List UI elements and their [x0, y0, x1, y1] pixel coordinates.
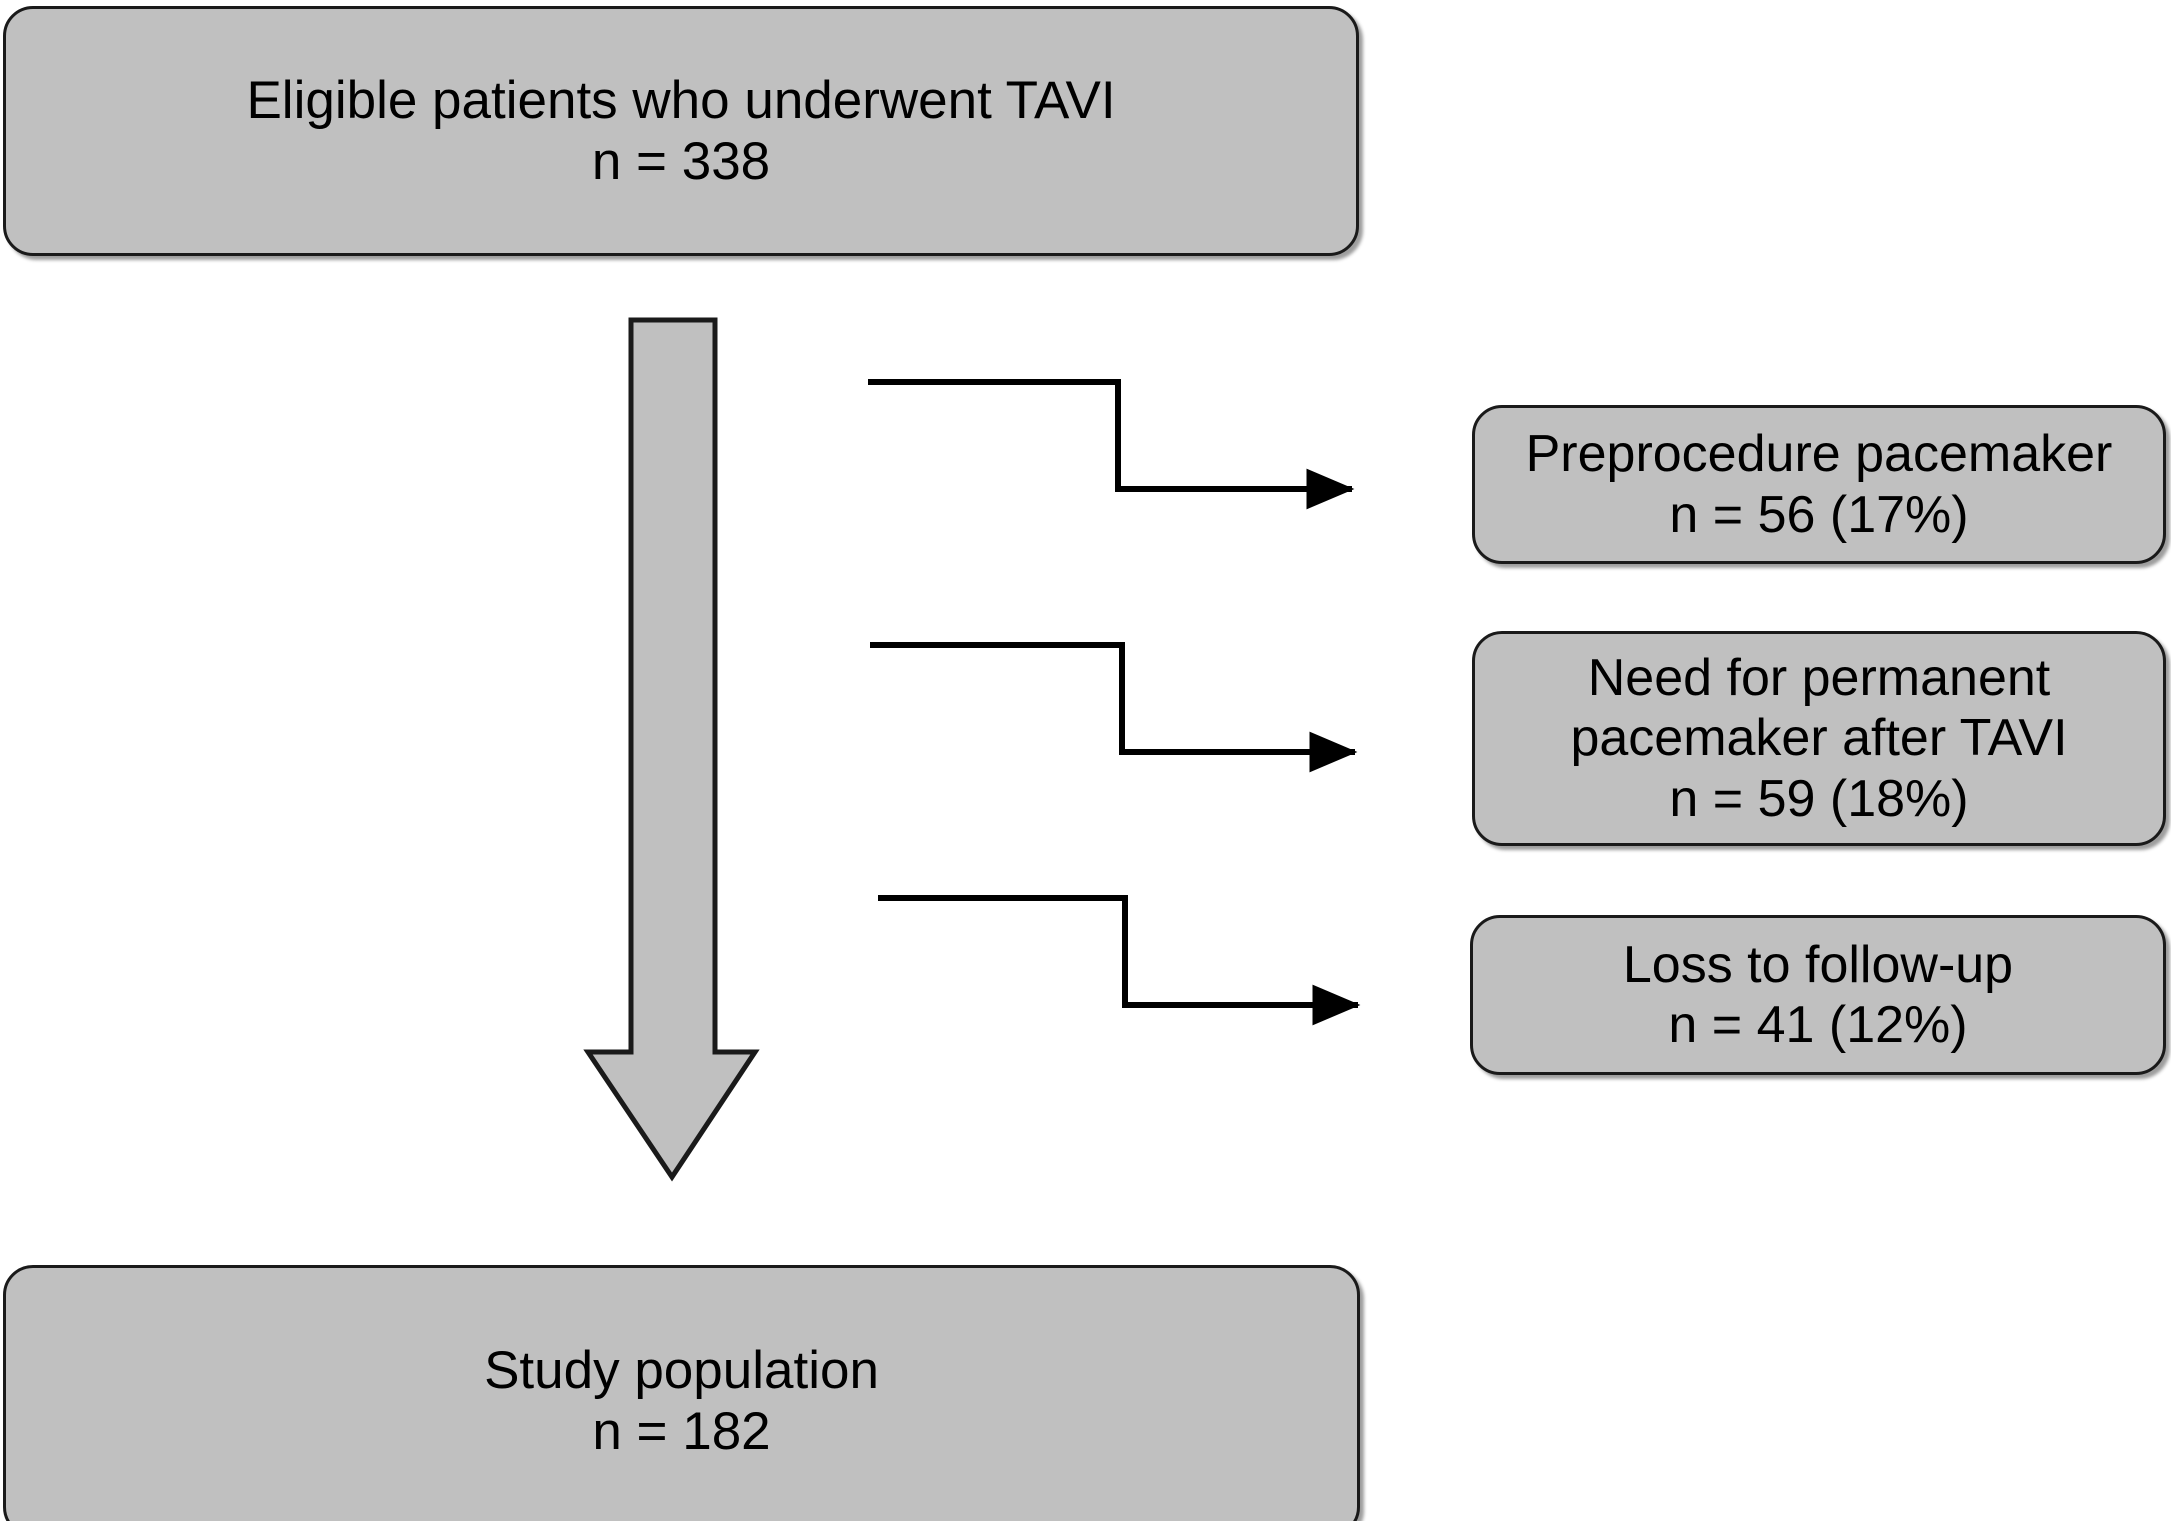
node-preprocedure-pacemaker: Preprocedure pacemaker n = 56 (17%) [1472, 405, 2166, 564]
main-flow-arrow [583, 317, 760, 1182]
connector-loss-to-follow-up [878, 895, 1361, 1026]
node-eligible-line-2: n = 338 [591, 132, 771, 191]
node-permanent-pacemaker: Need for permanent pacemaker after TAVI … [1472, 631, 2166, 846]
node-study-population: Study population n = 182 [3, 1265, 1360, 1521]
node-study-line-2: n = 182 [592, 1402, 771, 1461]
node-loss-line-1: Loss to follow-up [1622, 935, 2014, 994]
node-study-line-1: Study population [484, 1340, 879, 1400]
node-preprocedure-line-2: n = 56 (17%) [1669, 485, 1969, 544]
node-loss-line-2: n = 41 (12%) [1668, 996, 1968, 1054]
node-permanent-line-3: n = 59 (18%) [1669, 769, 1969, 828]
node-loss-to-follow-up: Loss to follow-up n = 41 (12%) [1470, 915, 2166, 1075]
node-permanent-line-2: pacemaker after TAVI [1570, 709, 2068, 768]
connector-preprocedure-pacemaker [868, 379, 1355, 510]
node-preprocedure-line-1: Preprocedure pacemaker [1525, 425, 2113, 484]
node-permanent-line-1: Need for permanent [1587, 649, 2051, 708]
node-eligible-line-1: Eligible patients who underwent TAVI [246, 70, 1116, 130]
node-eligible-patients: Eligible patients who underwent TAVI n =… [3, 6, 1359, 256]
connector-permanent-pacemaker [870, 642, 1358, 773]
